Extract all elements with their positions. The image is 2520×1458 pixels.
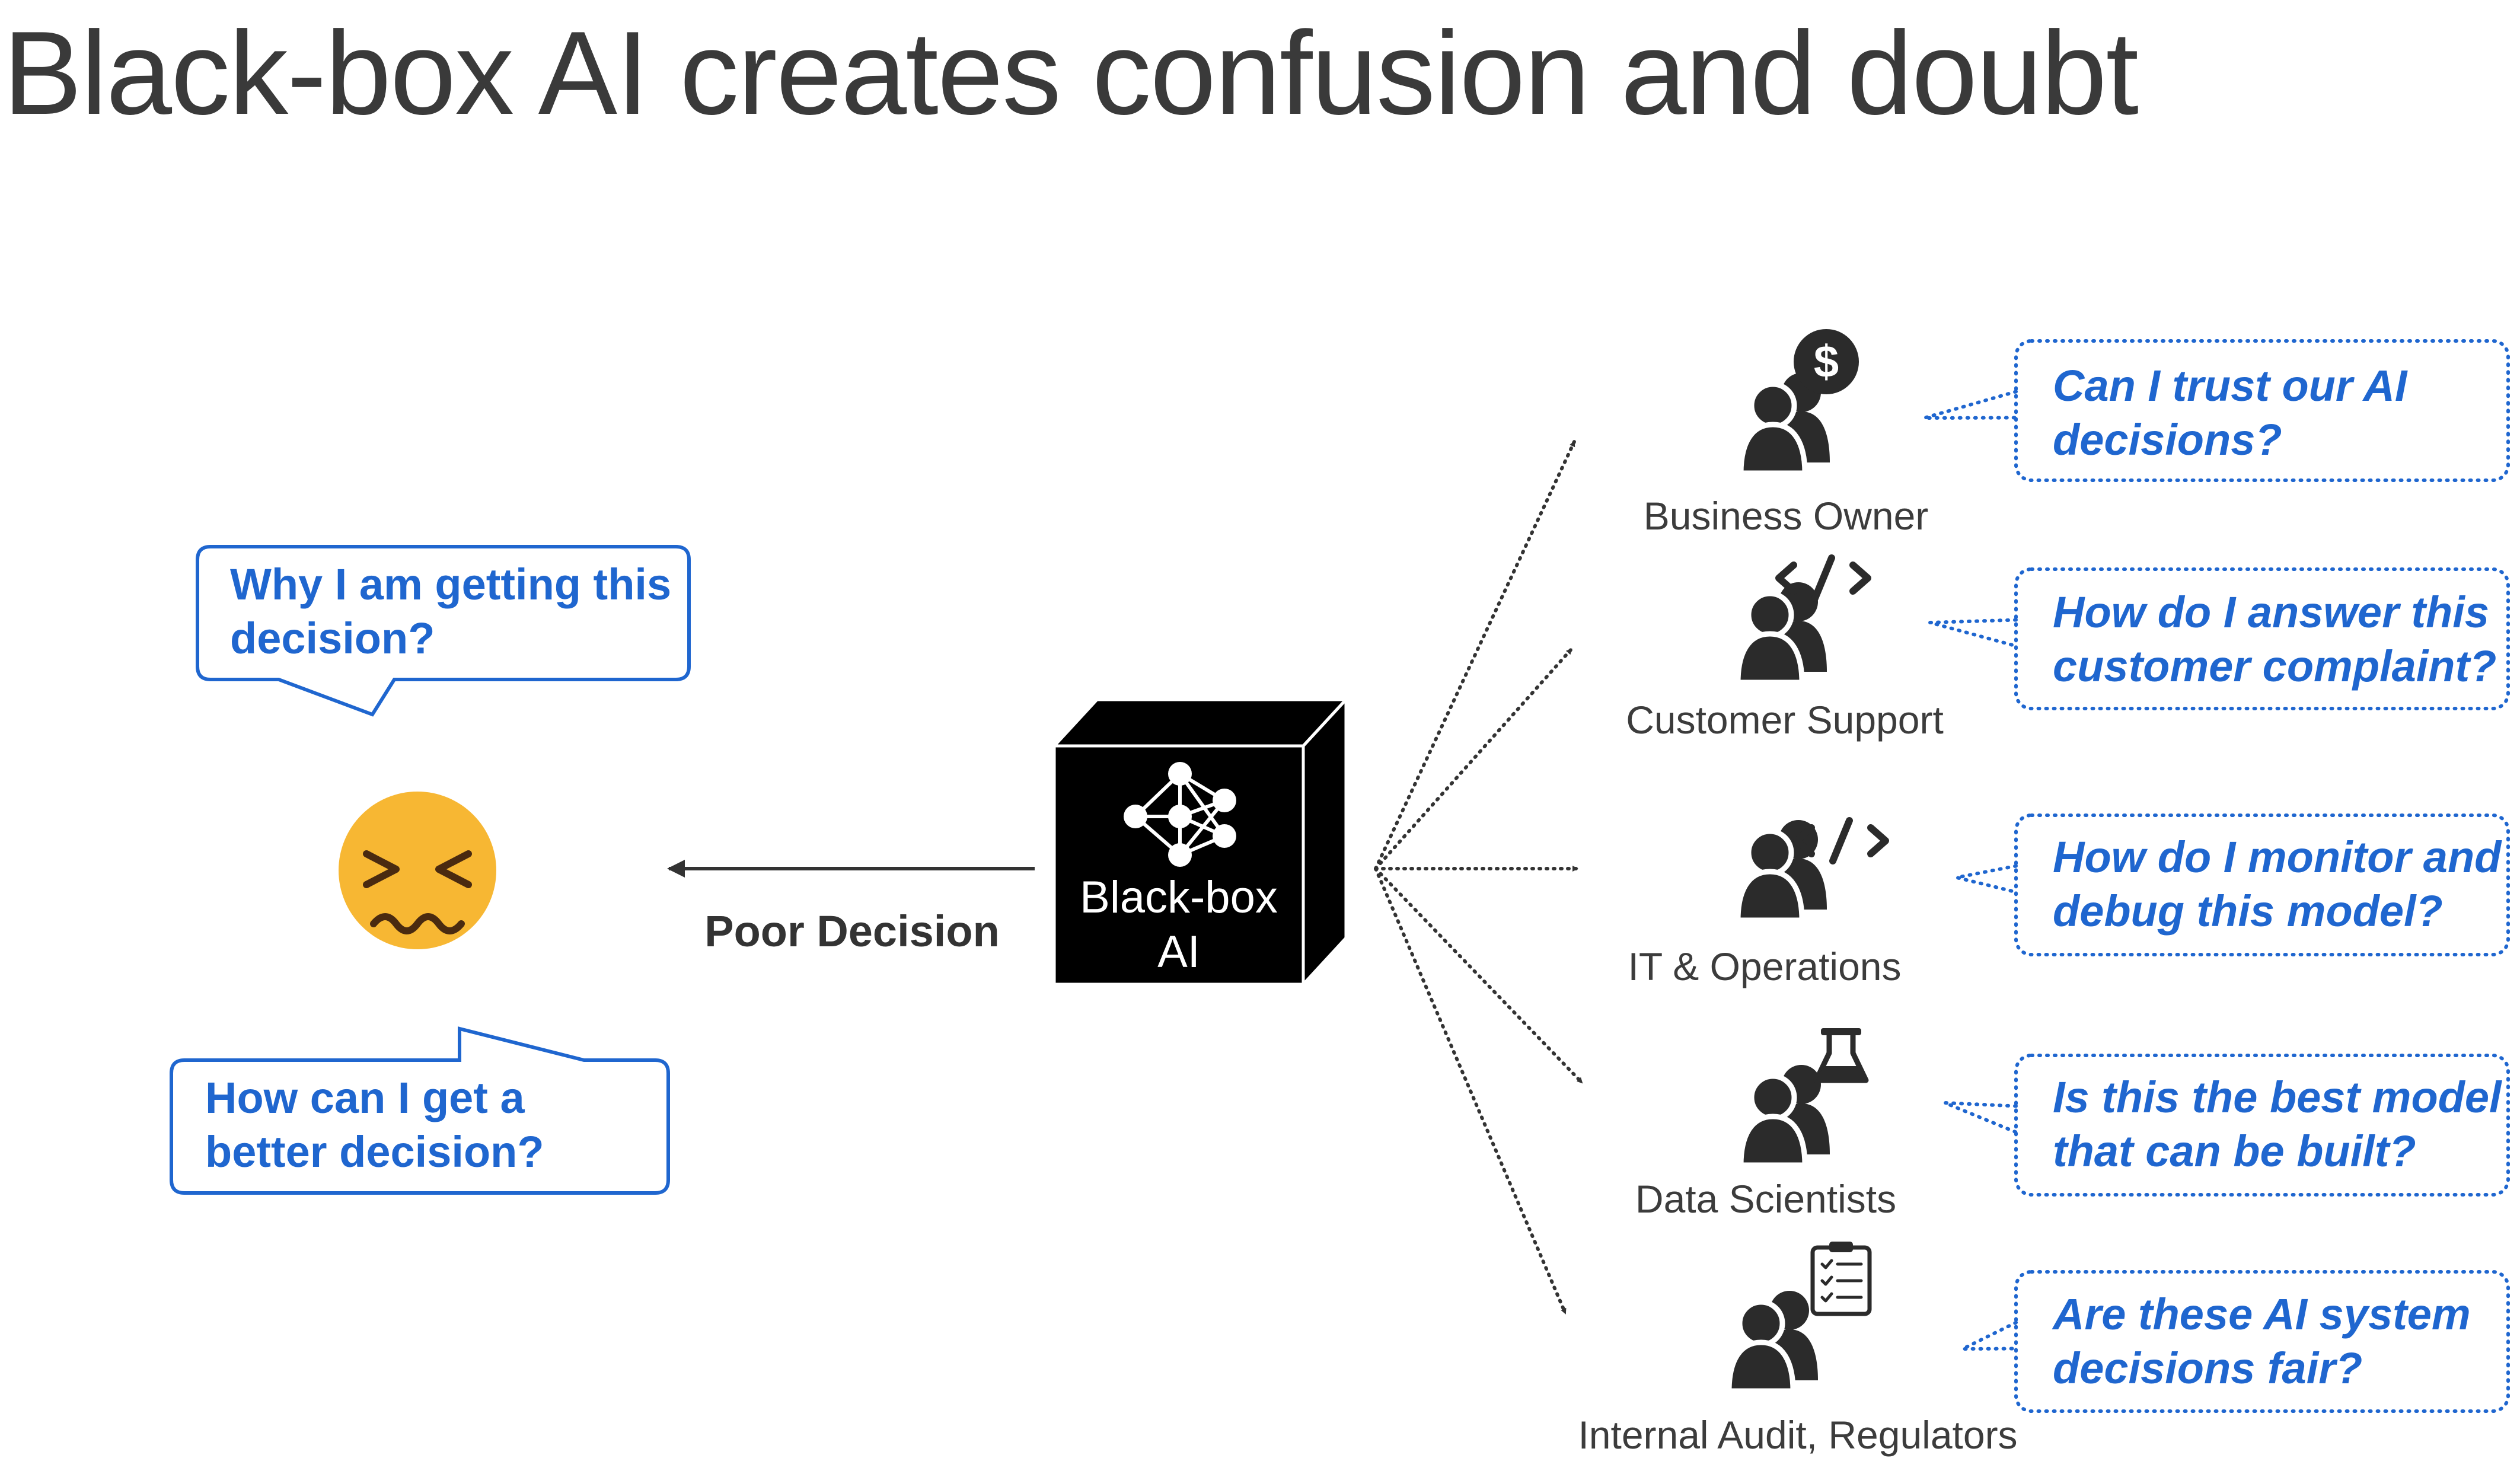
user-question-top-bubble <box>196 545 691 717</box>
question-bubble <box>2014 567 2510 710</box>
user-question-top-line-2: decision? <box>230 614 435 663</box>
question-internal-audit-line-2: decisions fair? <box>2053 1344 2363 1393</box>
fan-arrow-1 <box>1374 440 1576 870</box>
role-label-it-operations: IT & Operations <box>1628 945 1902 988</box>
user-question-top-line-1: Why I am getting this <box>230 560 672 609</box>
code-icon <box>1775 554 1871 602</box>
role-label-data-scientists: Data Scientists <box>1635 1177 1897 1221</box>
fan-arrow-2 <box>1374 647 1573 870</box>
question-business-owner-line-2: decisions? <box>2053 415 2282 464</box>
question-bubble-tail <box>1956 864 2018 894</box>
confounded-face-icon <box>339 792 496 949</box>
question-business-owner: Can I trust our AI decisions? <box>2053 359 2407 467</box>
code-icon <box>1793 817 1889 864</box>
blackbox-label: Black-box AI <box>1080 870 1278 980</box>
blackbox-label-line-2: AI <box>1157 927 1200 977</box>
question-bubble-tail <box>1944 1101 2018 1134</box>
user-question-bottom: How can I get a better decision? <box>205 1071 544 1179</box>
question-bubble-tail <box>1929 618 2018 648</box>
blackbox-label-line-1: Black-box <box>1080 872 1278 923</box>
question-it-operations-line-1: How do I monitor and <box>2053 832 2502 882</box>
stakeholder-graphics: $ <box>1729 329 2510 1413</box>
fan-out-arrows <box>1374 440 1584 1315</box>
question-business-owner-line-1: Can I trust our AI <box>2053 361 2407 410</box>
question-internal-audit-line-1: Are these AI system <box>2053 1290 2471 1339</box>
flask-icon <box>1813 1028 1869 1083</box>
svg-text:$: $ <box>1814 337 1839 387</box>
question-customer-support-line-1: How do I answer this <box>2053 588 2489 637</box>
question-customer-support-line-2: customer complaint? <box>2053 642 2497 691</box>
fan-arrow-4 <box>1374 867 1584 1084</box>
clipboard-icon <box>1810 1242 1872 1316</box>
poor-decision-label: Poor Decision <box>704 907 1000 956</box>
question-bubble <box>2014 1270 2510 1413</box>
neural-network-icon <box>1124 762 1236 867</box>
question-customer-support: How do I answer this customer complaint? <box>2053 585 2496 693</box>
role-label-business-owner: Business Owner <box>1643 494 1929 538</box>
role-label-internal-audit: Internal Audit, Regulators <box>1578 1413 2018 1457</box>
question-internal-audit: Are these AI system decisions fair? <box>2053 1287 2471 1395</box>
fan-arrow-5 <box>1374 867 1567 1315</box>
question-data-scientists: Is this the best model that can be built… <box>2053 1070 2502 1178</box>
slide-title: Black-box AI creates confusion and doubt <box>3 7 2139 139</box>
question-data-scientists-line-1: Is this the best model <box>2053 1073 2502 1122</box>
user-question-bottom-line-1: How can I get a <box>205 1073 525 1122</box>
user-question-top: Why I am getting this decision? <box>230 557 671 665</box>
question-bubble <box>2014 813 2510 956</box>
people-icon <box>1729 1291 1818 1391</box>
user-question-bottom-bubble <box>170 1026 670 1195</box>
role-label-customer-support: Customer Support <box>1626 698 1944 742</box>
question-data-scientists-line-2: that can be built? <box>2053 1127 2416 1176</box>
question-bubble <box>2014 1054 2510 1197</box>
question-bubble <box>2014 339 2510 482</box>
dollar-icon: $ <box>1794 329 1859 394</box>
people-icon <box>1738 820 1827 920</box>
question-it-operations-line-2: debug this model? <box>2053 886 2443 936</box>
question-bubble-tail <box>1924 390 2018 420</box>
user-question-bottom-line-2: better decision? <box>205 1127 544 1176</box>
question-it-operations: How do I monitor and debug this model? <box>2053 830 2501 938</box>
question-bubble-tail <box>1961 1320 2018 1351</box>
